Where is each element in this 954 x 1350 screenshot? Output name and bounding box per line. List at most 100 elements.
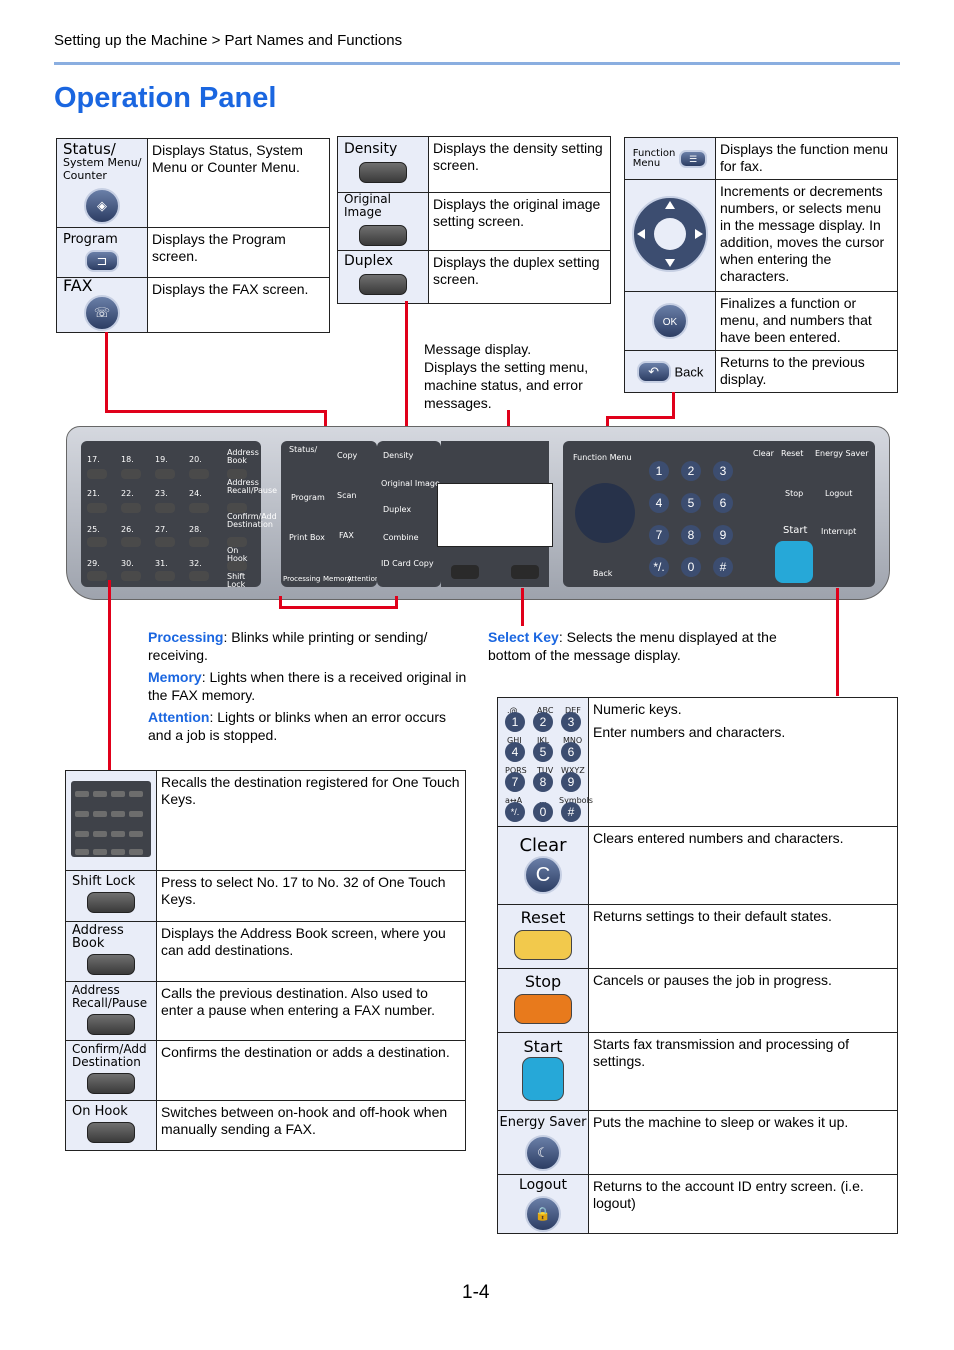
fax-key-cell: FAX ☏ <box>56 277 148 333</box>
panel-stop: Stop <box>785 489 804 498</box>
digit-7-key[interactable]: 7 <box>505 772 525 792</box>
clear-desc: Clears entered numbers and characters. <box>588 826 898 905</box>
ok-desc: Finalizes a function or menu, and number… <box>715 291 898 351</box>
stop-key[interactable] <box>514 994 572 1024</box>
panel-digit-2[interactable]: 2 <box>681 461 701 481</box>
on-hook-key[interactable] <box>87 1121 135 1143</box>
panel-digit-9[interactable]: 9 <box>713 525 733 545</box>
digit-1-key[interactable]: 1 <box>505 712 525 732</box>
status-label: Status/ <box>63 139 116 158</box>
address-book-key[interactable] <box>87 954 135 975</box>
reset-key[interactable] <box>514 930 572 960</box>
page-title: Operation Panel <box>54 82 277 114</box>
onetouch-28: 28. <box>189 525 202 534</box>
callout-line <box>836 588 839 696</box>
numeric-keys-desc: Numeric keys. Enter numbers and characte… <box>588 697 898 827</box>
start-key[interactable] <box>522 1057 564 1101</box>
panel-start: Start <box>783 525 808 536</box>
panel-arrow-keys[interactable] <box>575 483 635 543</box>
onetouch-22: 22. <box>121 489 134 498</box>
function-menu-desc: Displays the function menu for fax. <box>715 137 898 180</box>
page-number: 1-4 <box>462 1282 490 1303</box>
panel-digit-6[interactable]: 6 <box>713 493 733 513</box>
digit-8-key[interactable]: 8 <box>533 772 553 792</box>
digit-5-key[interactable]: 5 <box>533 742 553 762</box>
digit-0-key[interactable]: 0 <box>533 802 553 822</box>
panel-start-key[interactable] <box>775 541 813 583</box>
select-key-right[interactable] <box>511 565 539 579</box>
panel-digit-3[interactable]: 3 <box>713 461 733 481</box>
duplex-key[interactable] <box>359 274 407 295</box>
stop-desc: Cancels or pauses the job in progress. <box>588 968 898 1033</box>
confirm-add-key[interactable] <box>87 1073 135 1094</box>
digit-hash-key[interactable]: # <box>561 802 581 822</box>
digit-2-key[interactable]: 2 <box>533 712 553 732</box>
energy-saver-icon[interactable]: ☾ <box>525 1135 561 1171</box>
digit-star-key[interactable]: */. <box>505 802 525 822</box>
on-hook-cell: On Hook <box>65 1100 157 1151</box>
program-icon[interactable]: ⊐ <box>85 250 119 272</box>
panel-digit-7[interactable]: 7 <box>649 525 669 545</box>
back-label: Back <box>674 364 704 379</box>
panel-combine: Combine <box>383 533 419 542</box>
shift-lock-key[interactable] <box>87 892 135 913</box>
keypad-area: Function Menu Back Clear Reset Energy Sa… <box>563 441 875 587</box>
function-keys-area: Status/ Copy Program Scan Print Box FAX … <box>281 441 380 587</box>
density-label: Density <box>344 140 398 157</box>
onetouch-25: 25. <box>87 525 100 534</box>
callout-line <box>108 580 111 770</box>
onetouch-26: 26. <box>121 525 134 534</box>
panel-digit-8[interactable]: 8 <box>681 525 701 545</box>
energy-saver-desc: Puts the machine to sleep or wakes it up… <box>588 1110 898 1175</box>
function-menu-icon[interactable]: ☰ <box>679 149 708 168</box>
ok-icon[interactable]: OK <box>652 303 688 339</box>
digit-6-key[interactable]: 6 <box>561 742 581 762</box>
onetouch-table: Recalls the destination registered for O… <box>65 770 466 1151</box>
panel-digit-4[interactable]: 4 <box>649 493 669 513</box>
original-image-key[interactable] <box>359 225 407 246</box>
clear-icon[interactable]: C <box>524 856 562 894</box>
reset-key-cell: Reset <box>497 904 589 969</box>
arrow-keys-icon[interactable] <box>631 195 709 273</box>
memory-callout: Memory: Lights when there is a received … <box>148 669 467 703</box>
display-area <box>437 441 553 587</box>
onetouch-18: 18. <box>121 455 134 464</box>
back-key-cell: ↶ Back <box>624 350 716 393</box>
arrow-keys-desc: Increments or decrements numbers, or sel… <box>715 179 898 292</box>
panel-address-book: Address Book <box>227 448 259 465</box>
panel-clear: Clear <box>753 449 774 458</box>
attention-callout: Attention: Lights or blinks when an erro… <box>148 709 446 743</box>
density-key[interactable] <box>359 161 407 183</box>
digit-3-key[interactable]: 3 <box>561 712 581 732</box>
back-desc: Returns to the previous display. <box>715 350 898 393</box>
lock-icon[interactable]: 🔒 <box>525 1195 561 1232</box>
panel-digit-hash[interactable]: # <box>713 557 733 577</box>
panel-digit-1[interactable]: 1 <box>649 461 669 481</box>
panel-digit-0[interactable]: 0 <box>681 557 701 577</box>
address-recall-key[interactable] <box>87 1013 135 1035</box>
panel-shift-lock: Shift Lock <box>227 572 246 589</box>
panel-digit-star[interactable]: */. <box>649 557 669 577</box>
duplex-label: Duplex <box>344 253 394 269</box>
breadcrumb: Setting up the Machine > Part Names and … <box>54 32 403 49</box>
panel-digit-5[interactable]: 5 <box>681 493 701 513</box>
select-key-left[interactable] <box>451 565 479 579</box>
fax-icon[interactable]: ☏ <box>84 295 120 331</box>
digit-9-key[interactable]: 9 <box>561 772 581 792</box>
density-key-cell: Density <box>337 136 429 193</box>
confirm-add-desc: Confirms the destination or adds a desti… <box>156 1040 466 1101</box>
callout-line <box>405 301 408 436</box>
status-icon[interactable]: ◈ <box>84 187 120 224</box>
message-display <box>437 483 553 547</box>
address-book-cell: Address Book <box>65 921 157 982</box>
onetouch-19: 19. <box>155 455 168 464</box>
digit-4-key[interactable]: 4 <box>505 742 525 762</box>
panel-attention: Attention <box>347 575 380 583</box>
onetouch-20: 20. <box>189 455 202 464</box>
status-key-cell: Status/ System Menu/ Counter ◈ <box>56 138 148 228</box>
stop-label: Stop <box>524 972 562 991</box>
back-icon[interactable]: ↶ <box>636 360 671 383</box>
energy-saver-cell: Energy Saver ☾ <box>497 1110 589 1175</box>
original-image-key-cell: Original Image <box>337 192 429 251</box>
start-key-cell: Start <box>497 1032 589 1111</box>
